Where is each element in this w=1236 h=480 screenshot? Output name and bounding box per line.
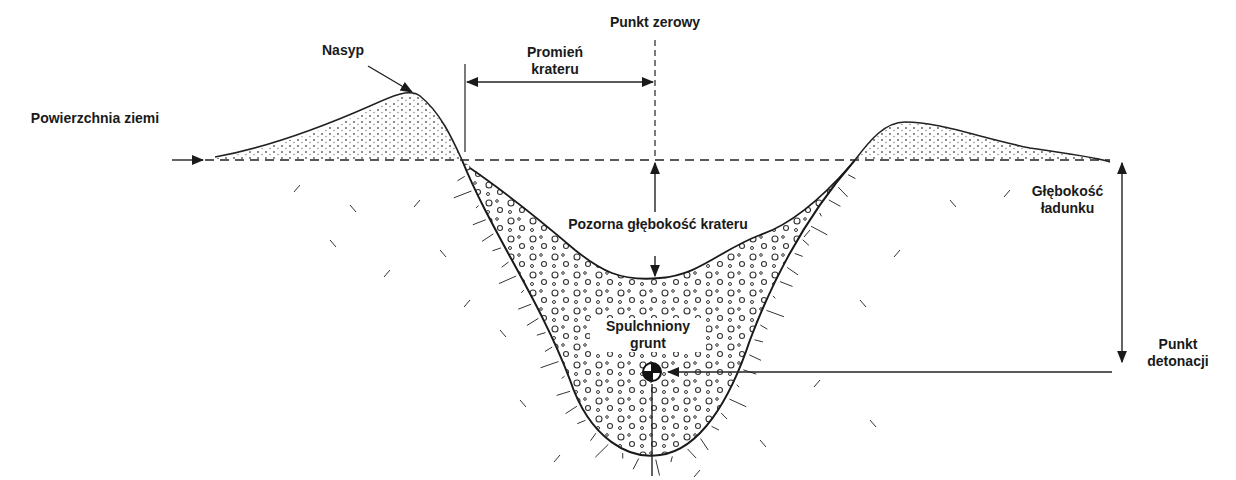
hatch-stroke [500,330,506,337]
hatch-stroke [595,444,608,457]
hatch-stroke [330,240,336,247]
hatch-stroke [860,300,866,307]
hatch-stroke [473,220,486,225]
hatch-stroke [870,420,876,427]
hatch-stroke [1004,190,1010,197]
hatch-stroke [766,310,783,316]
hatch-stroke [894,250,900,257]
zero-point-label: Punkt zerowy [595,14,715,31]
hatch-stroke [492,248,501,251]
radius-label: Promień krateru [505,44,605,78]
mound-label: Nasyp [308,42,378,59]
loose-soil-label: Spulchniony grunt [590,318,706,352]
hatch-stroke [749,355,761,361]
hatch-stroke [562,376,565,378]
hatch-stroke [829,200,841,206]
hatch-stroke [820,213,822,216]
hatch-stroke [721,413,727,419]
hatch-stroke [554,455,560,462]
hatch-stroke [633,458,639,469]
hatch-stroke [773,296,775,299]
hatch-stroke [591,433,596,441]
detonation-label: Punkt detonacji [1128,336,1228,370]
hatch-stroke [814,380,820,387]
charge-depth-arrow [1121,163,1122,362]
ground-leader [172,159,203,160]
hatch-stroke [737,385,739,388]
apparent-depth-label: Pozorna głębokość krateru [565,216,751,233]
ground-surface-label: Powierzchnia ziemi [30,110,160,127]
hatch-stroke [384,270,390,277]
hatch-stroke [577,420,585,423]
detonation-axis [651,384,652,476]
detonation-point [643,363,661,381]
hatch-stroke [499,276,516,284]
hatch-stroke [414,200,420,207]
hatch-stroke [502,262,509,267]
hatch-stroke [566,406,577,413]
hatch-stroke [803,240,809,246]
ground-surface [205,159,1110,160]
hatch-stroke [545,347,552,352]
hatch-stroke [688,449,697,458]
hatch-stroke [729,399,746,407]
mound-right-outline [855,122,1110,162]
zero-point-line [654,40,655,158]
apparent-depth-arrow-bottom [654,256,655,276]
hatch-stroke [656,460,660,476]
hatch-stroke [476,205,479,208]
hatch-stroke [454,191,472,198]
hatch-stroke [541,362,559,368]
hatch-stroke [694,470,700,477]
hatch-stroke [520,400,526,407]
mound-left-outline [215,93,462,160]
hatch-stroke [440,250,446,257]
detonation-point-cross [643,363,661,381]
hatch-stroke [557,391,570,395]
hatch-stroke [482,234,493,242]
hatch-stroke [811,226,827,235]
apparent-depth-arrow-top [654,163,655,212]
hatch-stroke [760,440,766,447]
hatch-stroke [521,290,524,293]
apparent-crater-outline [470,166,850,279]
hatch-stroke [518,304,531,309]
hatch-stroke [848,175,855,179]
hatch-stroke [780,282,793,287]
hatch-stroke [464,300,470,307]
mound-leader [368,66,412,92]
true-crater-outline [462,160,855,456]
hatch-stroke [457,176,464,180]
detonation-point-fill [643,363,661,381]
hatch-stroke [294,185,300,192]
radius-tick [464,64,465,152]
hatch-stroke [755,340,763,342]
hatch-stroke [838,187,847,197]
hatch-stroke [622,453,623,458]
hatch-stroke [795,253,803,256]
hatch-stroke [950,200,956,207]
hatch-stroke [537,333,546,336]
hatch-stroke [527,318,539,325]
detonation-leader [668,371,1112,372]
hatch-stroke [671,456,673,462]
radius-arrow [467,81,653,82]
charge-depth-label: Głębokość ładunku [1020,183,1115,217]
ground-hatching [294,175,1010,477]
hatch-stroke [787,267,798,274]
hatch-stroke [350,205,356,212]
hatch-stroke [701,439,709,451]
loose-soil [462,160,855,456]
hatch-stroke [760,325,767,329]
hatch-stroke [804,230,810,237]
hatch-stroke [712,426,719,430]
